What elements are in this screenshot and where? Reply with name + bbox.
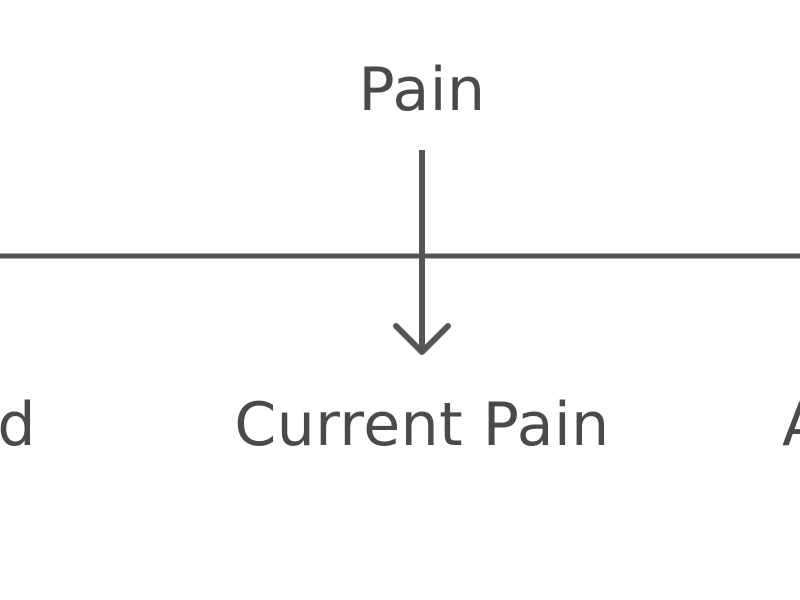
child-node-right-label: A [782,395,800,455]
root-node-label: Pain [358,55,486,125]
arrow-head-icon [393,323,451,355]
child-node-left-label: ed [0,390,36,460]
child-node-current-pain-label: Current Pain [234,390,610,460]
